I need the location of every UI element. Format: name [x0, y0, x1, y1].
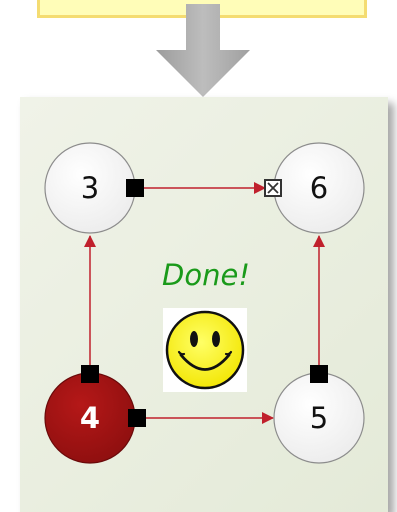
node-4-right-port[interactable]: [128, 409, 146, 427]
node-4-label: 4: [80, 401, 100, 435]
smiley-face-icon: [163, 308, 247, 392]
down-arrow-icon: [156, 4, 250, 97]
status-text: Done!: [162, 258, 250, 292]
node-6-input-port-x-box-icon[interactable]: [264, 179, 282, 197]
node-6-label: 6: [310, 171, 328, 205]
node-5-label: 5: [310, 401, 328, 435]
node-3-label: 3: [81, 171, 99, 205]
node-3-output-port[interactable]: [126, 179, 144, 197]
node-4[interactable]: 4: [44, 372, 136, 464]
node-5[interactable]: 5: [273, 372, 365, 464]
node-4-top-port[interactable]: [81, 365, 99, 383]
node-5-top-port[interactable]: [310, 365, 328, 383]
node-6[interactable]: 6: [273, 142, 365, 234]
node-3[interactable]: 3: [44, 142, 136, 234]
